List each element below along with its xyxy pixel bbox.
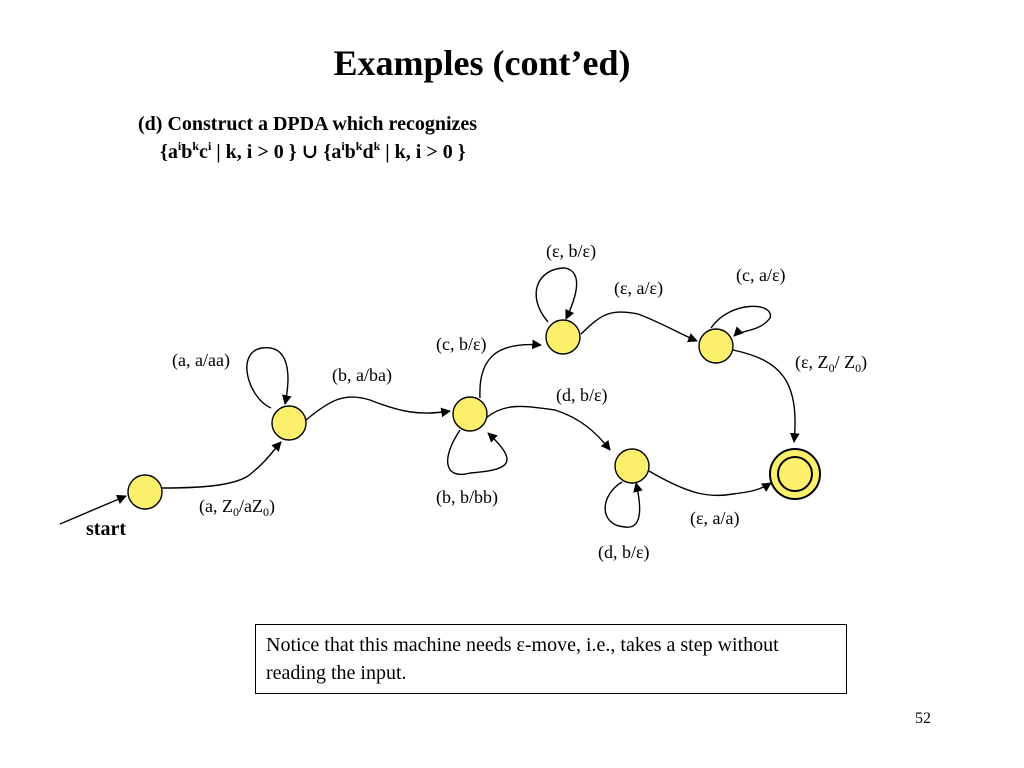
state-q4 (698, 328, 734, 364)
problem-statement-line1: (d) Construct a DPDA which recognizes (138, 113, 478, 135)
label-edge-q5-accept: (ε, a/a) (690, 508, 740, 528)
label-loop-q5: (d, b/ε) (598, 542, 650, 562)
edge-q5-accept (648, 470, 772, 497)
label-edge-q2-q3: (c, b/ε) (436, 334, 487, 354)
edge-q1-q2 (305, 396, 451, 421)
accept-state-inner (777, 456, 813, 492)
language-definition: {aibkci | k, i > 0 } ∪ {aibkdk | k, i > … (160, 139, 466, 163)
label-edge-q0-q1: (a, Z0/aZ0) (199, 496, 275, 519)
label-edge-q3-q4: (ε, a/ε) (614, 278, 664, 298)
loop-q4 (710, 305, 771, 337)
state-q3 (545, 319, 581, 355)
loop-q2 (446, 429, 508, 476)
note-text: Notice that this machine needs ε-move, i… (266, 634, 779, 684)
label-edge-q2-q5: (d, b/ε) (556, 385, 608, 405)
edge-q0-q1 (161, 441, 282, 489)
edge-q2-q5 (485, 405, 611, 451)
loop-q3 (535, 267, 578, 323)
loop-q5 (604, 481, 643, 528)
state-q5 (614, 448, 650, 484)
state-q0 (127, 474, 163, 510)
label-edge-q4-accept: (ε, Z0/ Z0) (795, 352, 868, 375)
label-loop-q1: (a, a/aa) (172, 350, 230, 370)
edge-q4-accept (732, 349, 800, 443)
loop-q1 (246, 347, 292, 409)
state-q2 (452, 396, 488, 432)
edge-q2-q3 (479, 339, 542, 399)
start-label: start (86, 518, 126, 540)
label-edge-q1-q2: (b, a/ba) (332, 365, 392, 385)
start-arrow (59, 494, 127, 525)
label-loop-q3: (ε, b/ε) (546, 241, 597, 261)
union-symbol: ∪ (301, 141, 319, 163)
edge-q3-q4 (580, 311, 698, 343)
label-loop-q4: (c, a/ε) (736, 265, 786, 285)
page-number: 52 (915, 710, 931, 727)
problem-statement: (d) Construct a DPDA which recognizes {a… (138, 110, 477, 166)
state-q1 (271, 405, 307, 441)
slide-title: Examples (cont’ed) (333, 43, 631, 83)
note-box: Notice that this machine needs ε-move, i… (255, 624, 847, 694)
label-loop-q2: (b, b/bb) (436, 487, 498, 507)
